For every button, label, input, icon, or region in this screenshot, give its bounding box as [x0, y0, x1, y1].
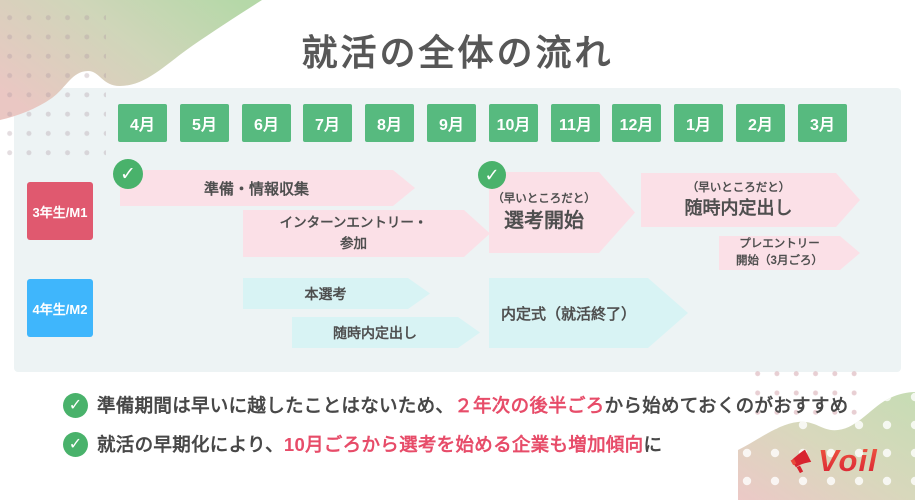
row-label-3rd-year: 3年生/M1 [27, 182, 93, 240]
arrow-selection-start: （早いところだと） 選考開始 [489, 172, 635, 253]
note-highlight: 10月ごろから選考を始める企業も増加傾向 [283, 434, 644, 455]
note-pre: 就活の早期化により、 [97, 434, 284, 455]
note-post: に [643, 434, 663, 455]
arrow-pre-entry: プレエントリー 開始（3月ごろ） [719, 236, 860, 270]
arrow-rolling-offers-early-note: （早いところだと） [686, 181, 791, 194]
check-icon: ✓ [63, 431, 88, 457]
page-title: 就活の全体の流れ [301, 32, 614, 73]
arrow-rolling-offers-early-label: 随時内定出し [684, 197, 793, 218]
arrow-intern-entry-line1: インターンエントリー・ [279, 214, 428, 230]
row-label-4th-year: 4年生/M2 [27, 279, 93, 337]
dot-grid-bottom-right [748, 364, 864, 420]
check-icon: ✓ [63, 392, 88, 418]
month-cell-feb: 2月 [736, 104, 785, 142]
note-highlight: ２年次の後半ごろ [454, 395, 605, 416]
arrow-offer-ceremony-label: 内定式（就活終了） [500, 305, 636, 323]
arrow-main-selection: 本選考 [243, 278, 430, 309]
logo-text: Voil [818, 443, 878, 478]
month-cell-jan: 1月 [674, 104, 723, 142]
arrow-rolling-offers: 随時内定出し [292, 317, 480, 348]
month-cell-nov: 11月 [551, 104, 600, 142]
month-cell-may: 5月 [180, 104, 229, 142]
arrow-selection-start-note: （早いところだと） [492, 192, 596, 205]
megaphone-icon [790, 449, 812, 473]
arrow-intern-entry: インターンエントリー・ 参加 [243, 210, 490, 257]
notes-section: ✓ 準備期間は早いに越したことはないため、２年次の後半ごろから始めておくのがおす… [63, 392, 848, 470]
check-icon: ✓ [113, 159, 143, 189]
note-item: ✓ 就活の早期化により、10月ごろから選考を始める企業も増加傾向に [63, 431, 848, 457]
arrow-preparation: 準備・情報収集 [120, 170, 415, 206]
arrow-preparation-label: 準備・情報収集 [203, 180, 309, 198]
dot-grid-top-left [0, 8, 106, 156]
arrow-main-selection-label: 本選考 [304, 285, 347, 302]
arrow-rolling-offers-early: （早いところだと） 随時内定出し [641, 173, 860, 227]
note-text: 就活の早期化により、10月ごろから選考を始める企業も増加傾向に [97, 431, 662, 457]
month-cell-jun: 6月 [242, 104, 291, 142]
arrow-pre-entry-line1: プレエントリー [739, 237, 820, 250]
check-icon: ✓ [478, 161, 506, 189]
blob-top-left [0, 0, 262, 120]
note-item: ✓ 準備期間は早いに越したことはないため、２年次の後半ごろから始めておくのがおす… [63, 392, 848, 418]
note-post: から始めておくのがおすすめ [604, 395, 849, 416]
note-text: 準備期間は早いに越したことはないため、２年次の後半ごろから始めておくのがおすすめ [97, 392, 848, 418]
logo-voil: Voil [788, 443, 878, 479]
note-pre: 準備期間は早いに越したことはないため、 [97, 395, 455, 416]
arrow-pre-entry-line2: 開始（3月ごろ） [736, 255, 823, 267]
arrow-offer-ceremony: 内定式（就活終了） [489, 278, 688, 348]
arrow-selection-start-label: 選考開始 [504, 210, 584, 233]
month-cell-apr: 4月 [118, 104, 167, 142]
arrow-intern-entry-line2: 参加 [340, 235, 367, 251]
month-cell-sep: 9月 [427, 104, 476, 142]
month-cell-mar: 3月 [798, 104, 847, 142]
month-cell-jul: 7月 [303, 104, 352, 142]
arrow-rolling-offers-label: 随時内定出し [333, 324, 417, 341]
month-cell-oct: 10月 [489, 104, 538, 142]
month-cell-aug: 8月 [365, 104, 414, 142]
month-cell-dec: 12月 [612, 104, 661, 142]
